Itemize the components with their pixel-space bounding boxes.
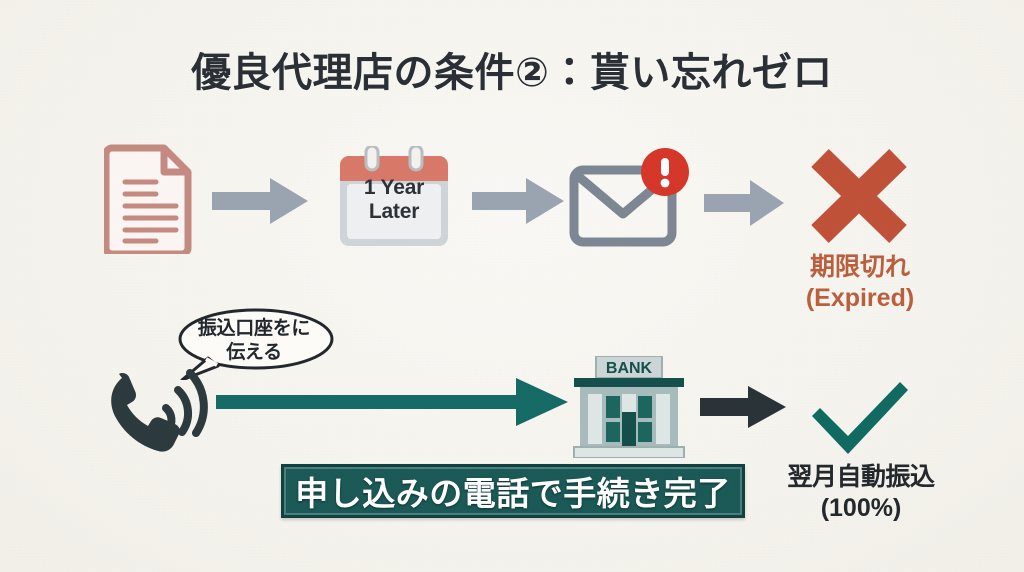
speech-line2: 伝える <box>226 341 282 363</box>
envelope-alert-icon <box>568 148 692 252</box>
bank-building-icon: BANK <box>568 355 690 459</box>
autopay-label: 翌月自動振込 (100%) <box>756 462 966 525</box>
speech-bubble-text: 振込口座をに 伝える <box>172 317 336 365</box>
expired-label: 期限切れ (Expired) <box>760 252 960 313</box>
arrow-right-icon <box>472 178 564 224</box>
check-icon <box>806 376 914 460</box>
banner-text: 申し込みの電話で手続き完了 <box>295 475 731 512</box>
calendar-line1: 1 Year <box>363 176 425 199</box>
phone-ringing-icon <box>104 368 214 460</box>
document-icon <box>102 142 196 258</box>
bank-sign-text: BANK <box>606 360 653 377</box>
arrow-right-icon <box>704 180 784 226</box>
expired-label-jp: 期限切れ <box>809 253 910 281</box>
arrow-right-icon <box>212 178 308 224</box>
speech-line1: 振込口座をに <box>197 318 311 339</box>
completion-banner: 申し込みの電話で手続き完了 <box>281 464 745 518</box>
calendar-label: 1 Year Later <box>336 176 452 224</box>
calendar-icon: 1 Year Later <box>336 144 452 250</box>
autopay-label-jp: 翌月自動振込 <box>787 463 935 491</box>
arrow-right-long-icon <box>216 378 568 426</box>
speech-bubble: 振込口座をに 伝える <box>172 306 336 380</box>
cross-icon <box>806 146 912 246</box>
expired-label-en: (Expired) <box>805 283 915 312</box>
autopay-label-pct: (100%) <box>820 494 902 523</box>
arrow-right-icon <box>700 386 786 428</box>
page-title: 優良代理店の条件②：貰い忘れゼロ <box>191 51 833 95</box>
calendar-line2: Later <box>368 200 420 224</box>
